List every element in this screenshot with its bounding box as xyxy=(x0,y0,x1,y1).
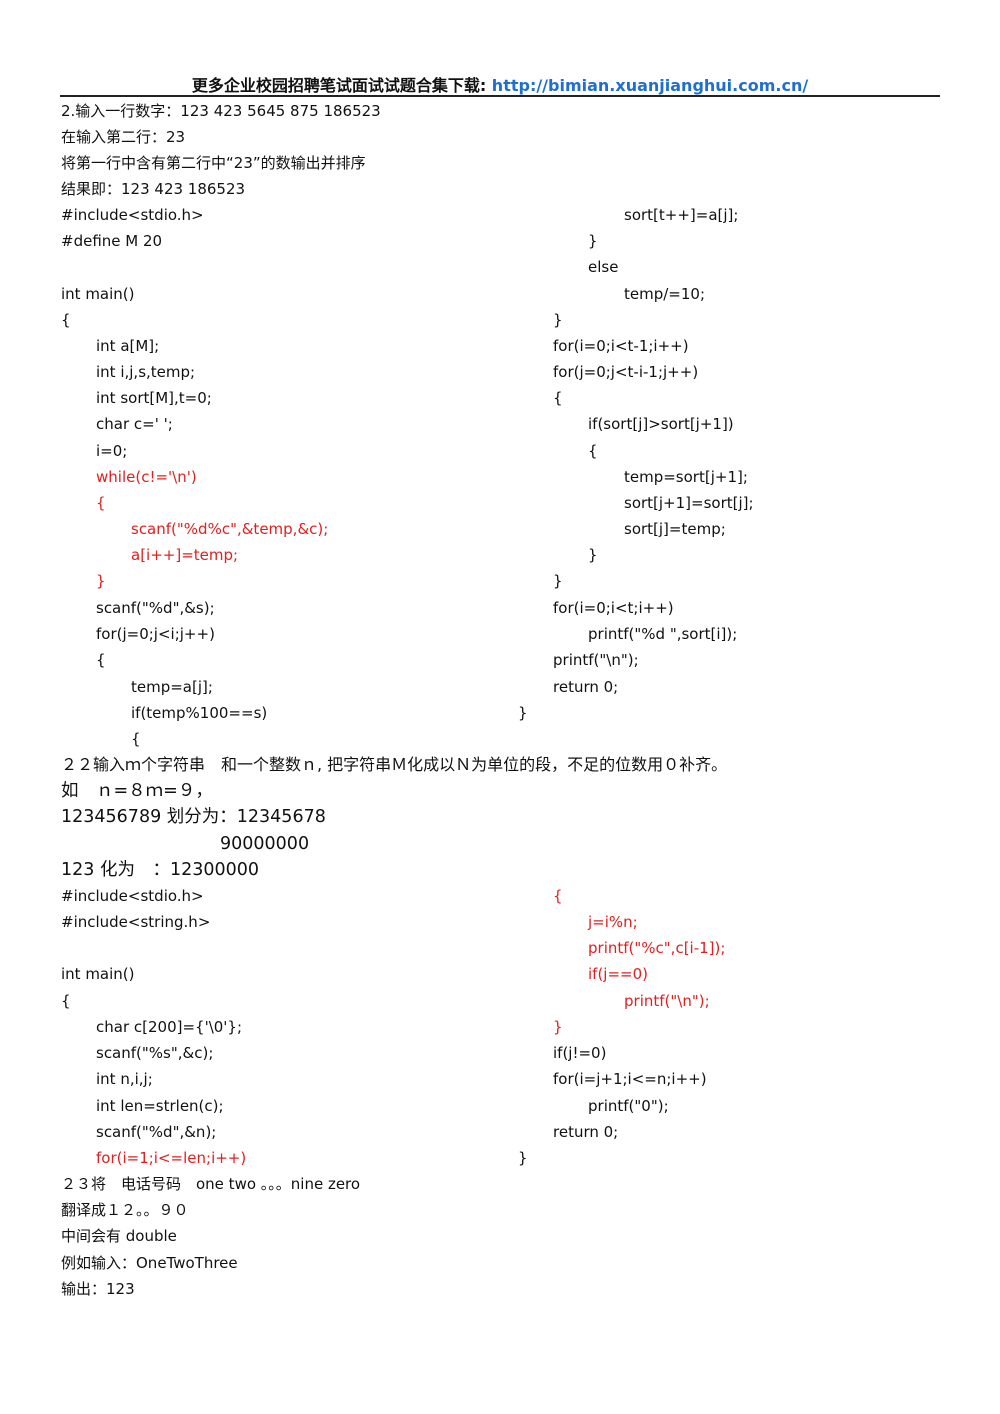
code-line: { xyxy=(553,389,563,407)
code-line: if(j!=0) xyxy=(553,1044,607,1062)
header-title: 更多企业校园招聘笔试面试试题合集下载: xyxy=(191,76,487,95)
code-line: i=0; xyxy=(96,442,128,460)
code-line: if(temp%100==s) xyxy=(131,704,268,722)
code-line: { xyxy=(96,651,106,669)
code-line: while(c!='\n') xyxy=(96,468,197,486)
p23-line: 翻译成１２。。９０ xyxy=(61,1201,189,1219)
code-line: int len=strlen(c); xyxy=(96,1097,224,1115)
code-line: a[i++]=temp; xyxy=(131,546,239,564)
code-line: j=i%n; xyxy=(588,913,638,931)
code-line: sort[j]=temp; xyxy=(624,520,726,538)
code-line: int i,j,s,temp; xyxy=(96,363,196,381)
code-line: temp/=10; xyxy=(624,285,706,303)
code-line: if(sort[j]>sort[j+1]) xyxy=(588,415,734,433)
p23-line: 输出：123 xyxy=(61,1280,135,1298)
code-line: } xyxy=(518,1149,528,1167)
code-line: temp=sort[j+1]; xyxy=(624,468,748,486)
page-header: 更多企业校园招聘笔试面试试题合集下载: http://bimian.xuanji… xyxy=(60,72,940,96)
code-line: for(j=0;j<i;j++) xyxy=(96,625,215,643)
code-line: { xyxy=(61,311,71,329)
code-line: printf("\n"); xyxy=(624,992,710,1010)
code-line: for(i=0;i<t;i++) xyxy=(553,599,674,617)
code-line: } xyxy=(518,704,528,722)
p22-line: 90000000 xyxy=(220,834,310,854)
code-line: temp=a[j]; xyxy=(131,678,213,696)
p22-line: 123456789 划分为：12345678 xyxy=(61,807,326,827)
code-line: for(i=0;i<t-1;i++) xyxy=(553,337,689,355)
code-line: { xyxy=(588,442,598,460)
code-line: char c=' '; xyxy=(96,415,173,433)
code-line: #include<stdio.h> xyxy=(61,887,204,905)
p2-line: 将第一行中含有第二行中“23”的数输出并排序 xyxy=(61,154,366,172)
code-line: for(i=j+1;i<=n;i++) xyxy=(553,1070,707,1088)
code-line: } xyxy=(96,572,106,590)
code-line: if(j==0) xyxy=(588,965,648,983)
header-rule xyxy=(60,95,940,97)
code-line: printf("%c",c[i-1]); xyxy=(588,939,726,957)
code-line: scanf("%s",&c); xyxy=(96,1044,214,1062)
code-line: { xyxy=(96,494,106,512)
p22-line: 如 ｎ=８ｍ=９， xyxy=(61,781,213,801)
p23-line: 中间会有 double xyxy=(61,1227,177,1245)
code-line: { xyxy=(131,730,141,748)
p23-line: ２３将 电话号码 one two 。。。nine zero xyxy=(61,1175,361,1193)
code-line: sort[t++]=a[j]; xyxy=(624,206,739,224)
code-line: printf("0"); xyxy=(588,1097,669,1115)
code-line: int n,i,j; xyxy=(96,1070,153,1088)
p2-line: 在输入第二行：23 xyxy=(61,128,186,146)
code-line: return 0; xyxy=(553,1123,619,1141)
code-line: int main() xyxy=(61,285,135,303)
code-line: sort[j+1]=sort[j]; xyxy=(624,494,754,512)
code-line: #define M 20 xyxy=(61,232,163,250)
code-line: for(i=1;i<=len;i++) xyxy=(96,1149,247,1167)
p22-line: 123 化为 ：12300000 xyxy=(61,860,260,880)
code-line: { xyxy=(61,992,71,1010)
code-line: int sort[M],t=0; xyxy=(96,389,212,407)
code-line: } xyxy=(553,572,563,590)
p2-line: 2.输入一行数字：123 423 5645 875 186523 xyxy=(61,102,381,120)
code-line: } xyxy=(553,1018,563,1036)
code-line: scanf("%d%c",&temp,&c); xyxy=(131,520,329,538)
code-line: #include<stdio.h> xyxy=(61,206,204,224)
code-line: int a[M]; xyxy=(96,337,160,355)
code-line: #include<string.h> xyxy=(61,913,211,931)
code-line: else xyxy=(588,258,619,276)
p22-line: ２２输入ｍ个字符串 和一个整数ｎ, 把字符串Ｍ化成以Ｎ为单位的段，不足的位数用０… xyxy=(61,755,728,774)
code-line: { xyxy=(553,887,563,905)
code-line: for(j=0;j<t-i-1;j++) xyxy=(553,363,699,381)
p23-line: 例如输入：OneTwoThree xyxy=(61,1254,238,1272)
code-line: printf("%d ",sort[i]); xyxy=(588,625,738,643)
code-line: scanf("%d",&n); xyxy=(96,1123,217,1141)
code-line: printf("\n"); xyxy=(553,651,639,669)
p2-line: 结果即：123 423 186523 xyxy=(61,180,246,198)
code-line: return 0; xyxy=(553,678,619,696)
code-line: scanf("%d",&s); xyxy=(96,599,215,617)
code-line: } xyxy=(588,232,598,250)
code-line: } xyxy=(553,311,563,329)
code-line: } xyxy=(588,546,598,564)
code-line: char c[200]={'\0'}; xyxy=(96,1018,243,1036)
code-line: int main() xyxy=(61,965,135,983)
header-url[interactable]: http://bimian.xuanjianghui.com.cn/ xyxy=(491,76,809,95)
